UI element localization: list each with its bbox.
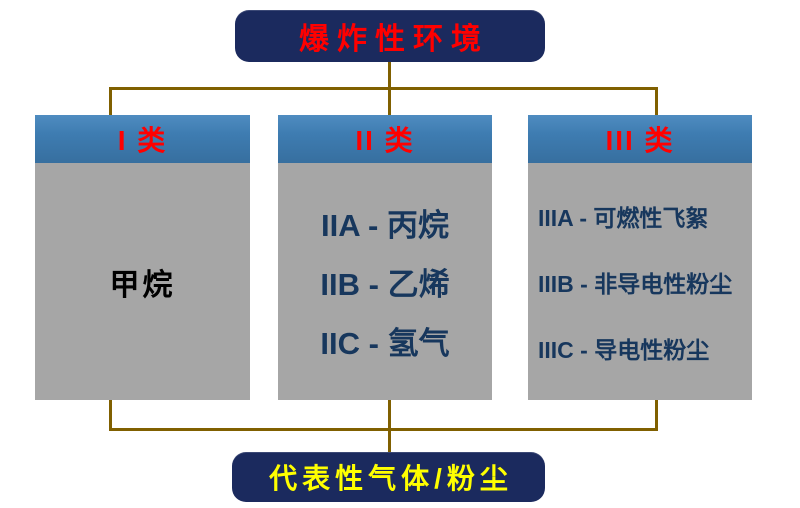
column-2-item: IIB - 乙烯 <box>320 267 450 302</box>
connector-bottom-stub-left <box>109 400 112 428</box>
column-group-2: II 类 IIA - 丙烷 IIB - 乙烯 IIC - 氢气 <box>278 115 492 400</box>
connector-top-stub-right <box>655 87 658 115</box>
column-3-header-label: III 类 <box>605 125 675 156</box>
column-2-item: IIA - 丙烷 <box>320 208 449 243</box>
connector-bottom-horizontal <box>109 428 658 431</box>
root-node-explosive-environment: 爆炸性环境 <box>235 10 545 62</box>
connector-bottom-stub-middle <box>388 400 391 428</box>
column-1-header: I 类 <box>35 115 250 163</box>
column-3-body: IIIA - 可燃性飞絮 IIIB - 非导电性粉尘 IIIC - 导电性粉尘 <box>528 163 752 400</box>
connector-top-horizontal <box>109 87 658 90</box>
column-3-item: IIIC - 导电性粉尘 <box>538 336 710 363</box>
column-1-body: 甲烷 <box>35 163 250 400</box>
column-2-header: II 类 <box>278 115 492 163</box>
column-3-item: IIIB - 非导电性粉尘 <box>538 270 733 297</box>
connector-top-stub-left <box>109 87 112 115</box>
column-group-3: III 类 IIIA - 可燃性飞絮 IIIB - 非导电性粉尘 IIIC - … <box>528 115 752 400</box>
column-3-item: IIIA - 可燃性飞絮 <box>538 204 709 231</box>
connector-bottom-stem <box>388 428 391 452</box>
column-3-header: III 类 <box>528 115 752 163</box>
connector-top-stem <box>388 62 391 89</box>
column-group-1: I 类 甲烷 <box>35 115 250 400</box>
column-1-header-label: I 类 <box>117 125 168 156</box>
connector-bottom-stub-right <box>655 400 658 428</box>
bottom-node-label: 代表性气体/粉尘 <box>269 463 513 494</box>
column-2-item: IIC - 氢气 <box>320 326 450 361</box>
column-2-body: IIA - 丙烷 IIB - 乙烯 IIC - 氢气 <box>278 163 492 400</box>
root-node-label: 爆炸性环境 <box>299 23 489 56</box>
column-1-item: 甲烷 <box>109 268 176 302</box>
connector-top-stub-middle <box>388 87 391 115</box>
column-2-header-label: II 类 <box>355 125 415 156</box>
bottom-node-representative-gas-dust: 代表性气体/粉尘 <box>232 452 545 502</box>
